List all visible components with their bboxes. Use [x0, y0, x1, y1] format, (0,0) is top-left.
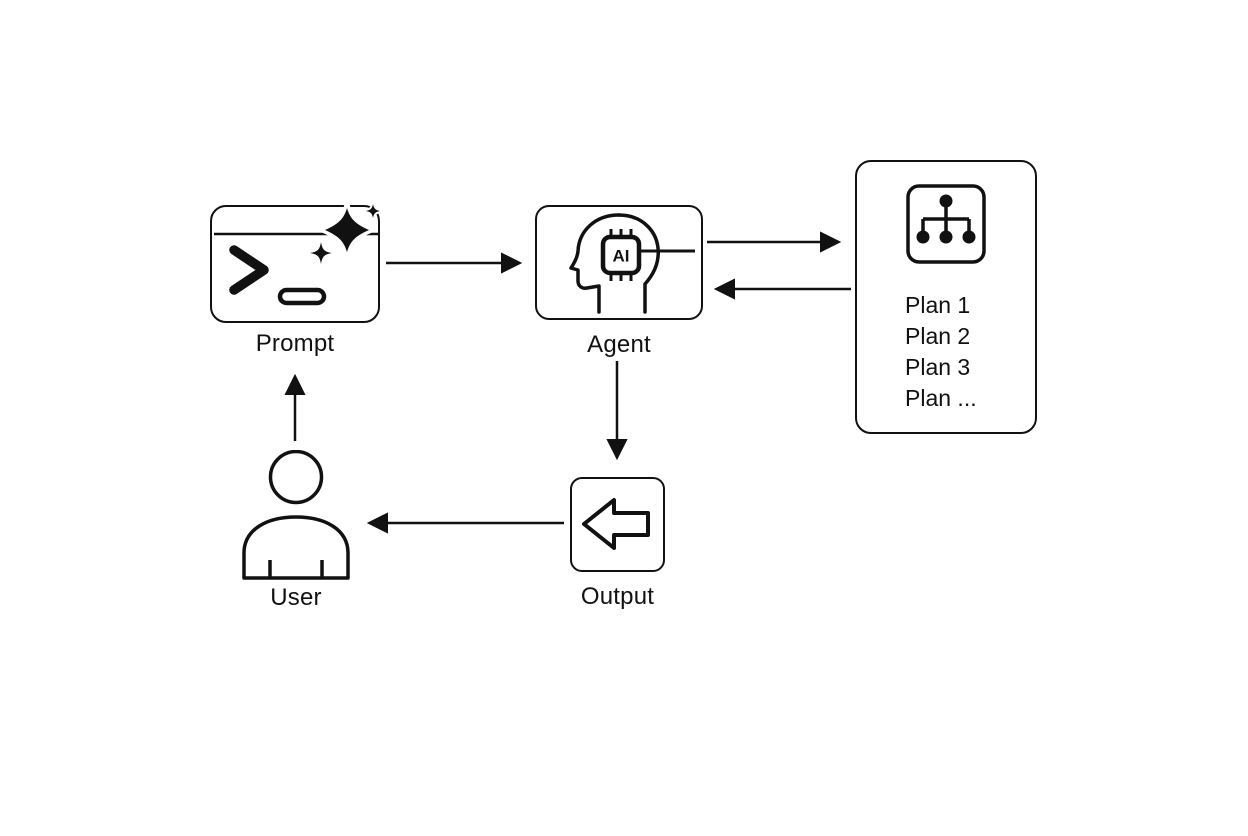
plan-item: Plan 2	[905, 323, 971, 349]
cursor-dash-icon	[277, 287, 327, 306]
output-label: Output	[580, 583, 655, 610]
prompt-node	[210, 195, 381, 323]
plans-node: Plan 1 Plan 2 Plan 3 Plan ...	[855, 160, 1037, 434]
sparkle-icon	[309, 195, 381, 265]
plan-item: Plan ...	[905, 385, 977, 411]
person-icon	[242, 449, 350, 580]
output-node	[570, 477, 665, 572]
user-node	[240, 449, 352, 580]
plan-item: Plan 1	[905, 292, 971, 318]
agent-node: AI	[535, 205, 703, 320]
plan-item: Plan 3	[905, 354, 971, 380]
user-label: User	[270, 584, 322, 611]
left-block-arrow-icon	[582, 498, 650, 550]
terminal-sparkle-icon	[214, 195, 381, 306]
chip-label: AI	[613, 247, 630, 266]
plan-list: Plan 1 Plan 2 Plan 3 Plan ...	[857, 290, 1035, 414]
prompt-label: Prompt	[255, 330, 335, 357]
agent-label: Agent	[587, 331, 651, 358]
hierarchy-tree-icon	[906, 184, 986, 264]
ai-head-chip-icon: AI	[569, 213, 695, 314]
chevron-icon	[229, 245, 269, 295]
